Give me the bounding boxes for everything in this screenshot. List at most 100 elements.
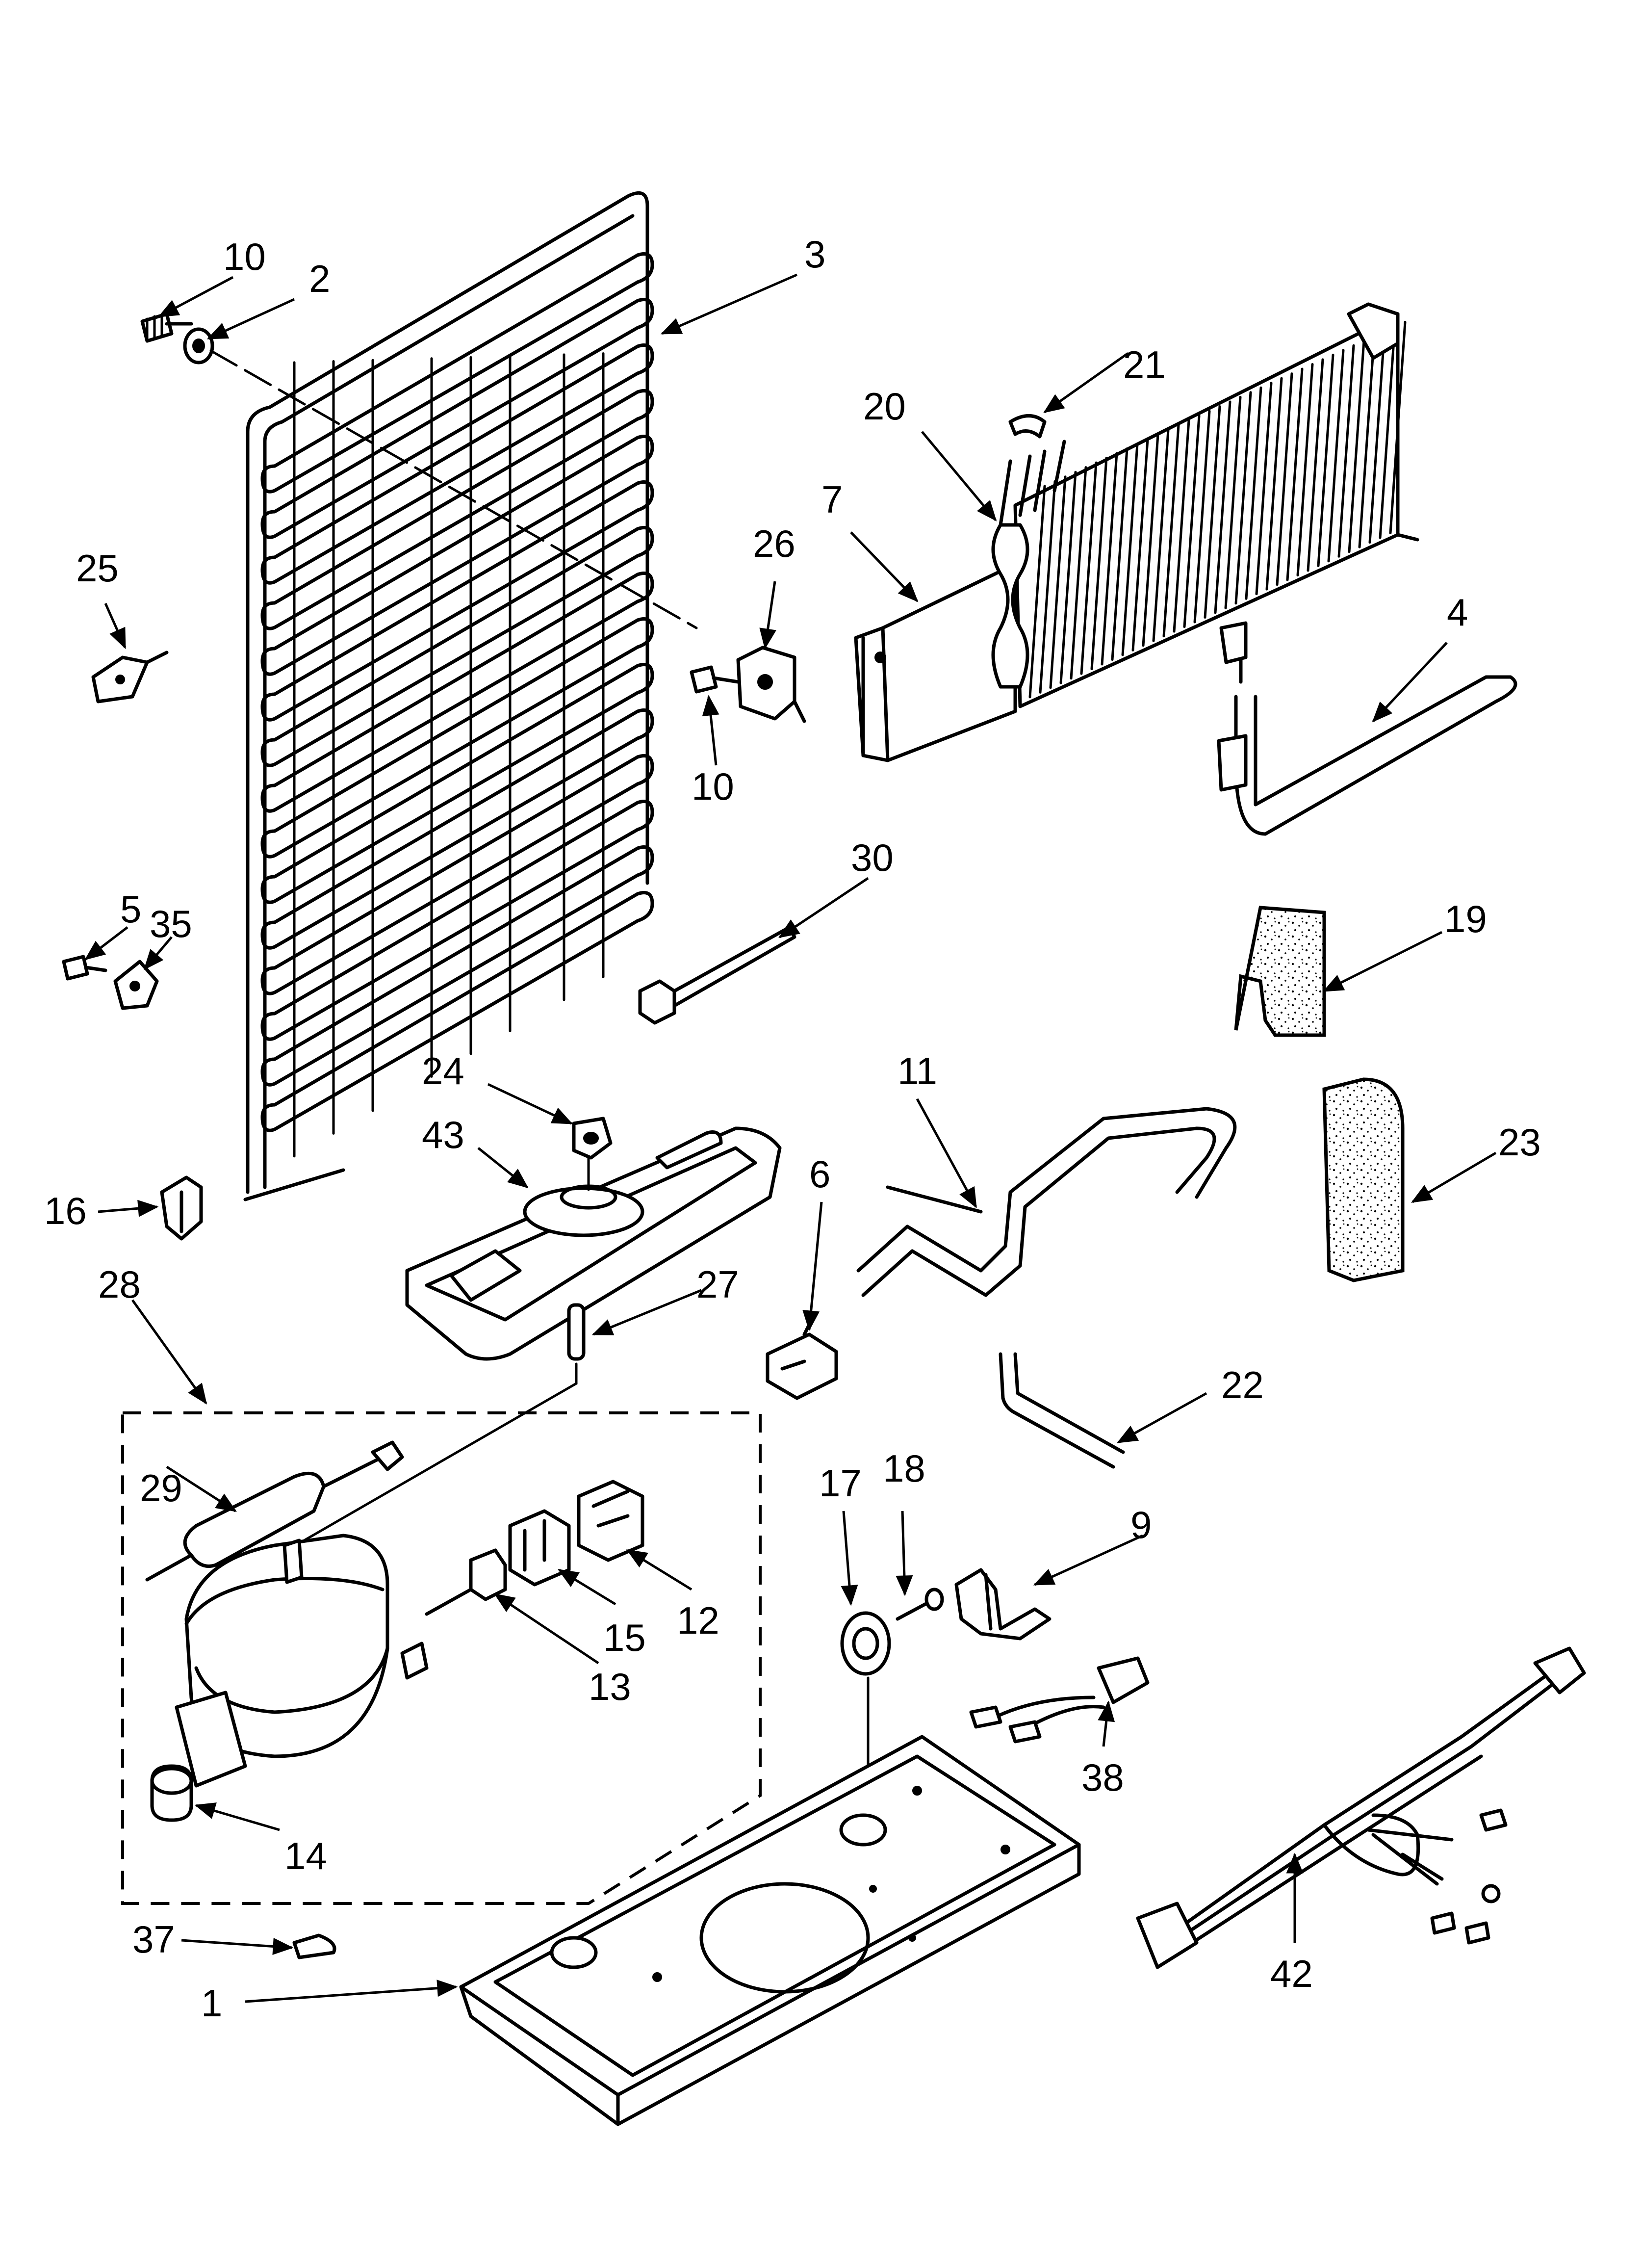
grommet-14 bbox=[150, 1764, 193, 1822]
coil-loop bbox=[260, 389, 654, 630]
evaporator-fin bbox=[1327, 349, 1345, 563]
coil-loop bbox=[260, 754, 654, 995]
callout-27: 27 bbox=[696, 1263, 739, 1306]
callout-37: 37 bbox=[132, 1918, 175, 1961]
callout-38: 38 bbox=[1081, 1756, 1124, 1799]
callout-11: 11 bbox=[898, 1049, 937, 1093]
insulation-23 bbox=[1322, 1077, 1405, 1282]
coil-loop bbox=[260, 343, 654, 585]
callout-35: 35 bbox=[150, 902, 192, 945]
clip-37 bbox=[292, 1933, 336, 1959]
callout-labels: 10 2 3 21 20 7 25 26 4 10 30 5 35 19 24 … bbox=[44, 233, 1541, 2025]
evaporator-fin bbox=[1368, 330, 1386, 544]
clip-16 bbox=[160, 1175, 203, 1241]
clip-35 bbox=[113, 960, 159, 1010]
evaporator-fin bbox=[1111, 447, 1129, 661]
callout-14: 14 bbox=[284, 1834, 327, 1877]
harness-42 bbox=[1136, 1646, 1586, 1969]
bracket-25 bbox=[91, 651, 169, 704]
callout-22: 22 bbox=[1221, 1363, 1264, 1407]
tube-27 bbox=[303, 1303, 586, 1542]
callout-43: 43 bbox=[422, 1113, 464, 1156]
cable-tie-30 bbox=[638, 925, 796, 1025]
evaporator-fin bbox=[1214, 400, 1232, 614]
callout-23: 23 bbox=[1498, 1121, 1541, 1164]
coil-loop bbox=[260, 435, 654, 676]
coil-loop bbox=[260, 298, 654, 539]
callout-15: 15 bbox=[603, 1616, 646, 1659]
callout-16: 16 bbox=[44, 1189, 87, 1232]
callout-6: 6 bbox=[809, 1152, 830, 1196]
callout-25: 25 bbox=[76, 547, 119, 590]
evaporator-fin bbox=[1234, 391, 1252, 605]
evaporator-fin bbox=[1028, 485, 1046, 699]
clip-21 bbox=[1008, 414, 1047, 439]
callout-28: 28 bbox=[98, 1263, 141, 1306]
evaporator-fin bbox=[1358, 335, 1376, 548]
evaporator-fin bbox=[1224, 395, 1242, 609]
evaporator-fin bbox=[1173, 419, 1190, 633]
evaporator-fin bbox=[1265, 377, 1283, 591]
evaporator-fin bbox=[1039, 480, 1056, 694]
callout-17: 17 bbox=[819, 1461, 862, 1505]
callout-7: 7 bbox=[821, 478, 843, 521]
evaporator-fin bbox=[1121, 443, 1139, 656]
callout-30: 30 bbox=[851, 836, 894, 879]
evaporator-fin bbox=[1080, 461, 1098, 675]
evaporator-fin bbox=[1152, 428, 1170, 642]
callout-10: 10 bbox=[223, 235, 266, 278]
evaporator-fin bbox=[1317, 353, 1334, 567]
evaporator-fin bbox=[1193, 410, 1211, 624]
coil-loop bbox=[260, 891, 654, 1132]
compressor-assembly-box bbox=[121, 1411, 762, 1905]
defrost-heater-4 bbox=[1217, 621, 1517, 836]
coil-loop bbox=[260, 526, 654, 767]
callout-20: 20 bbox=[863, 385, 906, 428]
cover-12 bbox=[577, 1480, 644, 1562]
coil-loop bbox=[260, 572, 654, 813]
evaporator-fins bbox=[1013, 302, 1419, 708]
coil-loop bbox=[260, 480, 654, 722]
callout-19: 19 bbox=[1444, 897, 1487, 940]
compressor bbox=[175, 1534, 429, 1788]
condenser-coil bbox=[243, 191, 654, 1201]
leader-lines bbox=[84, 273, 1497, 2003]
mount-line bbox=[209, 349, 698, 629]
screw-18 bbox=[896, 1588, 944, 1621]
callout-42: 42 bbox=[1270, 1952, 1313, 1995]
evaporator-fin bbox=[1090, 457, 1108, 671]
drain-pan-43 bbox=[405, 1126, 782, 1361]
coil-loop bbox=[260, 800, 654, 1041]
callout-24: 24 bbox=[422, 1049, 464, 1093]
evaporator-fin bbox=[1389, 320, 1407, 534]
callout-4: 4 bbox=[1447, 591, 1468, 634]
evaporator-fin bbox=[1049, 475, 1067, 689]
relay-15 bbox=[508, 1509, 571, 1587]
coil-loop bbox=[260, 252, 654, 494]
evaporator-fin bbox=[1307, 358, 1324, 572]
evaporator-fin bbox=[1337, 344, 1355, 558]
evaporator-fin bbox=[1276, 372, 1293, 586]
screw-5 bbox=[62, 955, 107, 981]
evaporator-fin bbox=[1296, 363, 1314, 576]
screw-10-mid bbox=[690, 665, 740, 694]
evaporator-fin bbox=[1348, 339, 1365, 553]
drain-tube-11 bbox=[856, 1107, 1237, 1297]
callout-26: 26 bbox=[753, 522, 795, 565]
evaporator-fin bbox=[1204, 405, 1221, 619]
capacitor-6 bbox=[766, 1323, 838, 1400]
evaporator-fin bbox=[1101, 452, 1118, 666]
coil-loop bbox=[260, 617, 654, 859]
bracket-9 bbox=[954, 1568, 1052, 1641]
evaporator-fin bbox=[1162, 424, 1180, 638]
callout-29: 29 bbox=[140, 1466, 182, 1510]
screw-10-top bbox=[140, 312, 193, 343]
callout-12: 12 bbox=[677, 1599, 719, 1642]
callout-18: 18 bbox=[883, 1447, 925, 1490]
evaporator-fin bbox=[1183, 415, 1201, 628]
callout-3: 3 bbox=[804, 233, 825, 276]
coil-loop bbox=[260, 663, 654, 904]
overload-13 bbox=[425, 1548, 507, 1616]
callout-2: 2 bbox=[309, 257, 330, 300]
